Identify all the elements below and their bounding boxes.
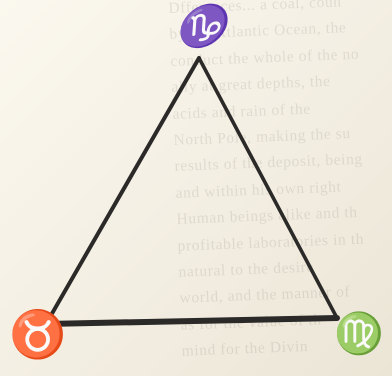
triangle-right-side <box>197 56 339 320</box>
virgo-icon: ♍ <box>334 311 384 357</box>
capricorn-icon: ♑ <box>169 0 232 55</box>
taurus-icon: ♉ <box>9 307 67 361</box>
triangle-base <box>43 315 340 327</box>
triangle-left-side <box>44 56 201 326</box>
